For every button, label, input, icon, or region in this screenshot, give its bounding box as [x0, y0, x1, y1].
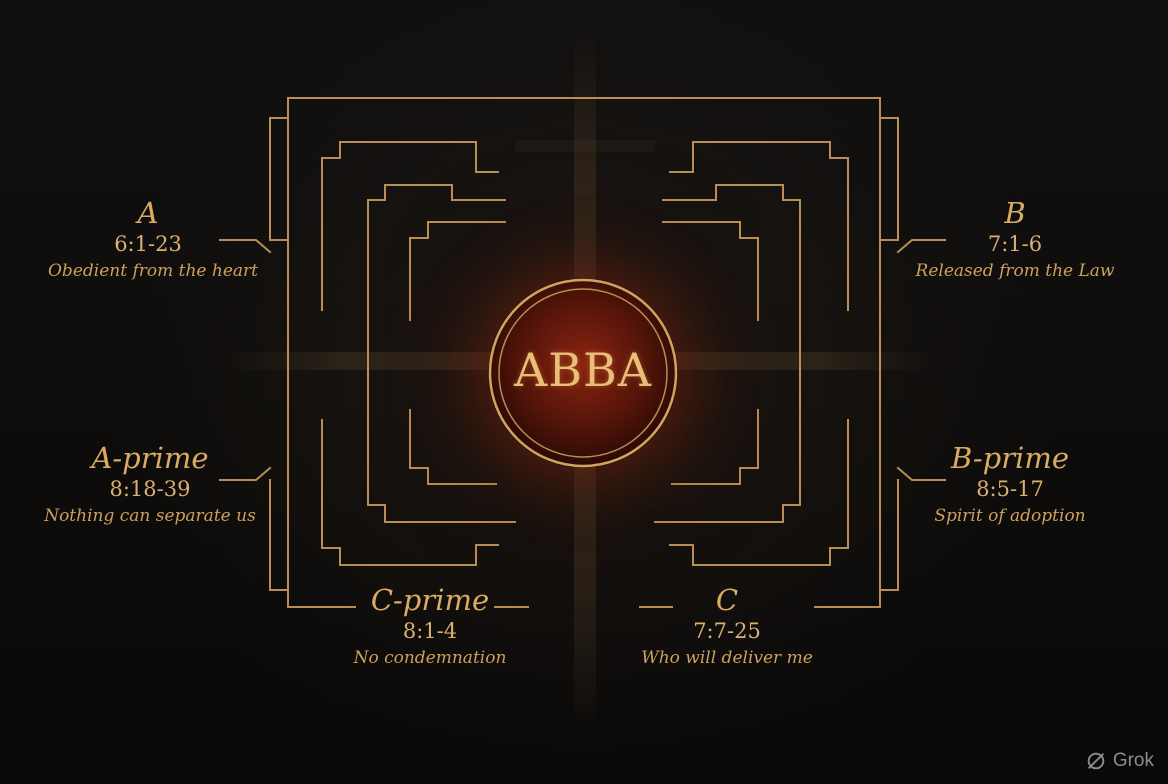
- right-bracket-4: [669, 419, 849, 566]
- left-bracket-6: [409, 409, 497, 485]
- label-a-desc: Obedient from the heart: [48, 261, 258, 281]
- right-bracket-6: [671, 409, 759, 485]
- label-c-letter: C: [715, 583, 739, 617]
- connector-a: [219, 239, 272, 254]
- connector-b-prime: [896, 466, 946, 481]
- outer-right-lower: [879, 479, 899, 591]
- label-a-prime-ref: 8:18-39: [109, 477, 191, 501]
- center-orb-inner-ring: [498, 288, 668, 458]
- cross-beam-arm: [515, 140, 655, 152]
- label-c-prime-letter: C-prime: [370, 583, 490, 617]
- label-b-prime-letter: B-prime: [950, 441, 1069, 475]
- left-bracket-5: [367, 419, 516, 523]
- label-b-letter: B: [1004, 196, 1026, 230]
- label-b-desc: Released from the Law: [915, 261, 1115, 281]
- label-a-ref: 6:1-23: [114, 232, 182, 256]
- right-bracket-3: [662, 221, 759, 321]
- brand-name: Grok: [1112, 750, 1154, 771]
- outer-left-lower: [269, 479, 289, 591]
- label-c-prime: C-prime 8:1-4 No condemnation: [340, 583, 520, 671]
- label-a-prime-desc: Nothing can separate us: [44, 506, 256, 526]
- label-a: A 6:1-23 Obedient from the heart: [48, 196, 258, 284]
- right-bracket-5: [654, 419, 801, 523]
- label-b-ref: 7:1-6: [987, 232, 1043, 256]
- label-c-ref: 7:7-25: [693, 619, 761, 643]
- outer-bracket-right-step: [879, 117, 899, 241]
- label-a-prime-letter: A-prime: [91, 441, 209, 475]
- label-c: C 7:7-25 Who will deliver me: [632, 583, 822, 671]
- connector-a-prime: [219, 466, 272, 481]
- outer-bracket-left-step: [269, 117, 289, 241]
- label-c-prime-desc: No condemnation: [353, 648, 507, 668]
- label-b-prime: B-prime 8:5-17 Spirit of adoption: [905, 441, 1115, 529]
- outer-bracket-top: [287, 97, 881, 608]
- brand-watermark: Grok: [1085, 750, 1154, 772]
- label-a-prime: A-prime 8:18-39 Nothing can separate us: [40, 441, 260, 529]
- connector-b: [896, 239, 946, 254]
- label-b: B 7:1-6 Released from the Law: [915, 196, 1115, 284]
- left-bracket-2: [367, 184, 506, 471]
- right-bracket-1: [669, 141, 849, 311]
- center-orb: [488, 278, 678, 468]
- label-c-prime-ref: 8:1-4: [402, 619, 458, 643]
- label-a-letter: A: [137, 196, 159, 230]
- center-word: ABBA: [513, 343, 653, 397]
- label-b-prime-desc: Spirit of adoption: [934, 506, 1086, 526]
- left-bracket-1: [321, 141, 499, 311]
- label-c-desc: Who will deliver me: [641, 648, 813, 668]
- left-bracket-3: [409, 221, 506, 321]
- right-bracket-2: [662, 184, 801, 471]
- left-bracket-4: [321, 419, 499, 566]
- grok-logo-icon: [1087, 752, 1105, 770]
- label-b-prime-ref: 8:5-17: [976, 477, 1044, 501]
